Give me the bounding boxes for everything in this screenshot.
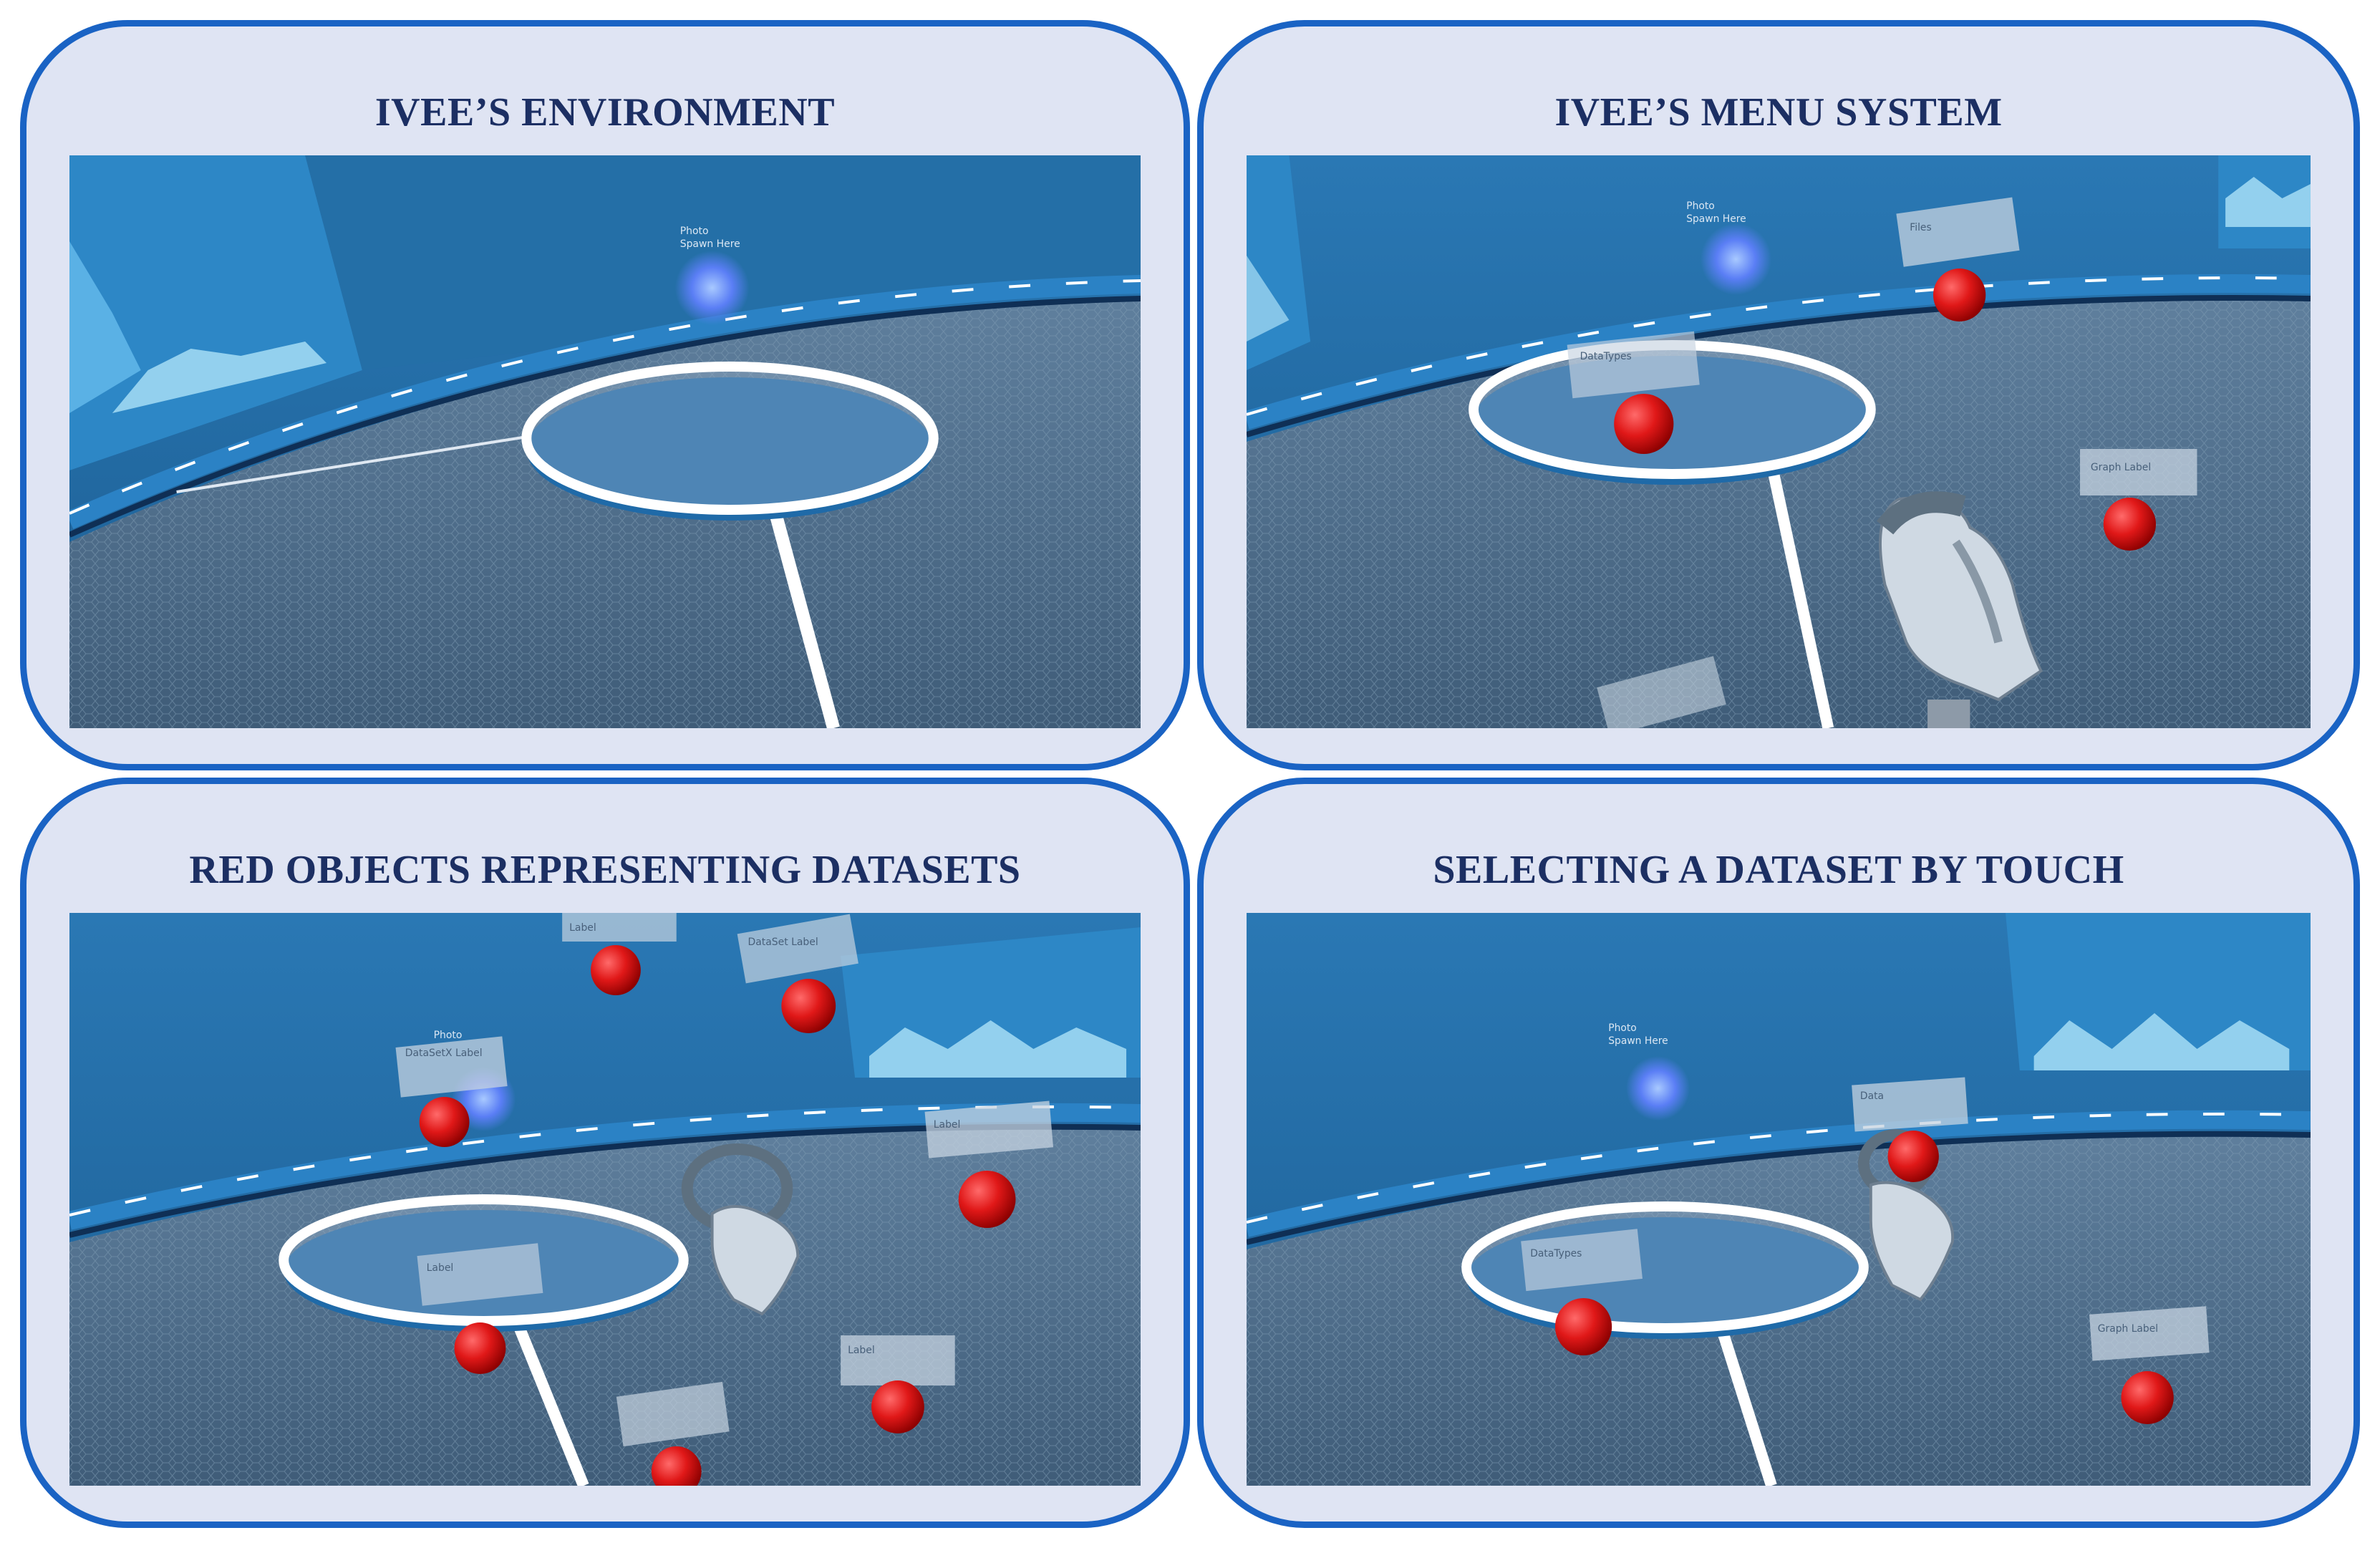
menu-label-panel bbox=[1521, 1229, 1643, 1292]
dataset-sphere-icon[interactable] bbox=[1554, 1298, 1612, 1355]
scene-label: Label bbox=[934, 1119, 961, 1131]
dataset-sphere-icon[interactable] bbox=[781, 979, 836, 1033]
menu-label-panel bbox=[2089, 1306, 2210, 1361]
dataset-sphere-icon[interactable] bbox=[2103, 498, 2157, 551]
dataset-sphere-icon[interactable] bbox=[1932, 269, 1986, 321]
menu-label-panel bbox=[737, 914, 858, 984]
scene-label: Photo bbox=[434, 1030, 463, 1041]
menu-label-panel bbox=[1852, 1077, 1968, 1132]
scene-label: Files bbox=[1910, 222, 1931, 233]
scene-label: Data bbox=[1860, 1090, 1884, 1102]
panel-environment: IVEE’S ENVIRONMENT bbox=[20, 20, 1190, 770]
vr-controller-icon bbox=[681, 1143, 800, 1316]
menu-label-panel bbox=[1597, 656, 1726, 728]
dataset-sphere-icon[interactable] bbox=[651, 1446, 702, 1486]
menu-label-panel bbox=[616, 1381, 730, 1447]
panel-red-objects: RED OBJECTS REPRESENTING DATASETS bbox=[20, 778, 1190, 1528]
panel-title: IVEE’S MENU SYSTEM bbox=[1554, 90, 2003, 135]
panel-title: RED OBJECTS REPRESENTING DATASETS bbox=[189, 848, 1021, 892]
menu-label-panel bbox=[1896, 197, 2020, 267]
scene-label: DataTypes bbox=[1530, 1248, 1582, 1259]
scene-label: Photo bbox=[680, 226, 709, 237]
scene-label: DataSetX Label bbox=[405, 1048, 483, 1059]
scene-label: Label bbox=[569, 922, 596, 934]
dataset-sphere-icon[interactable] bbox=[454, 1322, 506, 1374]
dataset-sphere-icon[interactable] bbox=[1887, 1131, 1939, 1182]
scene-label: Spawn Here bbox=[680, 238, 740, 250]
vr-scene-environment: Photo Spawn Here bbox=[69, 155, 1141, 728]
dataset-sphere-icon[interactable] bbox=[1614, 394, 1674, 454]
scene-label: Spawn Here bbox=[1608, 1035, 1668, 1047]
dataset-sphere-icon[interactable] bbox=[591, 945, 641, 995]
dataset-sphere-icon[interactable] bbox=[871, 1380, 924, 1433]
vr-scene-selecting: Photo Spawn Here Data DataTypes Graph La… bbox=[1247, 913, 2311, 1486]
dataset-sphere-icon[interactable] bbox=[2121, 1371, 2174, 1424]
scene-label: DataTypes bbox=[1580, 351, 1632, 362]
menu-label-panel bbox=[562, 913, 677, 942]
panel-title: SELECTING A DATASET BY TOUCH bbox=[1433, 848, 2124, 892]
menu-label-panel bbox=[395, 1036, 508, 1098]
menu-label-panel bbox=[1567, 331, 1700, 399]
scene-label: Label bbox=[427, 1262, 454, 1274]
scene-label: Graph Label bbox=[2091, 462, 2151, 473]
vr-scene-datasets: Photo Label DataSetX Label DataSet Label… bbox=[69, 913, 1141, 1486]
menu-label-panel bbox=[841, 1335, 955, 1385]
scene-label: Photo bbox=[1686, 200, 1715, 212]
dataset-sphere-icon[interactable] bbox=[958, 1171, 1016, 1228]
vr-controller-icon bbox=[1877, 491, 2043, 728]
scene-label: Spawn Here bbox=[1686, 213, 1746, 225]
vr-scene-menu: Photo Spawn Here Files DataTypes Graph L… bbox=[1247, 155, 2311, 728]
scene-label: Label bbox=[848, 1345, 875, 1356]
scene-label: Photo bbox=[1608, 1022, 1637, 1034]
panel-menu-system: IVEE’S MENU SYSTEM bbox=[1197, 20, 2360, 770]
panel-title: IVEE’S ENVIRONMENT bbox=[374, 90, 836, 135]
dataset-sphere-icon[interactable] bbox=[419, 1097, 470, 1147]
scene-label: Graph Label bbox=[2098, 1323, 2158, 1335]
menu-label-panel bbox=[2080, 449, 2197, 495]
menu-label-panel bbox=[417, 1243, 543, 1306]
scene-label: DataSet Label bbox=[748, 937, 818, 948]
panel-selecting-dataset: SELECTING A DATASET BY TOUCH bbox=[1197, 778, 2360, 1528]
menu-label-panel bbox=[924, 1100, 1054, 1158]
